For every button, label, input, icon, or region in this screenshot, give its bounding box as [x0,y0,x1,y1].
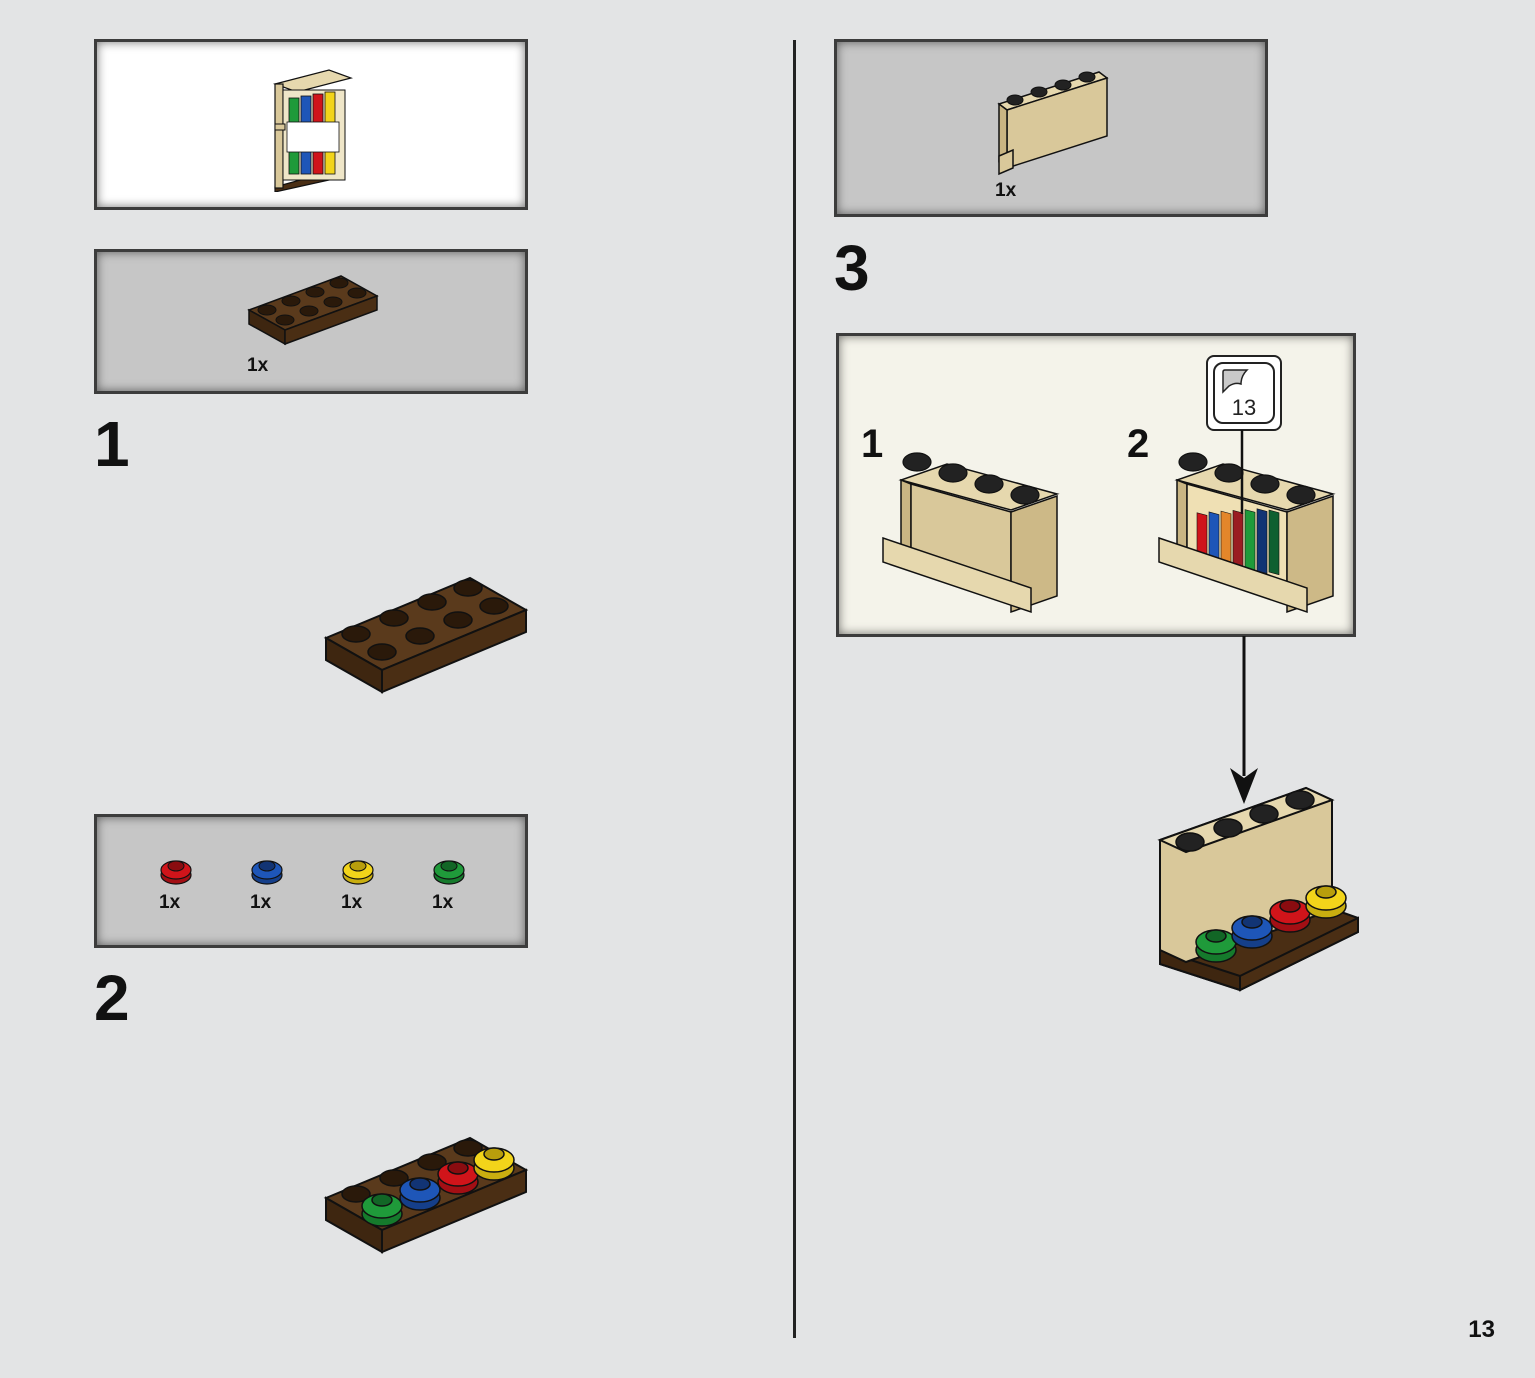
sticker-frame [1213,362,1275,424]
step3-build-image [1157,786,1359,992]
bookshelf-model-image [272,69,354,192]
placement-arrow [1230,636,1258,804]
part-qty: 1x [432,892,454,913]
step-number-1: 1 [94,408,130,480]
substep2-panel-with-sticker-image [1158,452,1336,614]
step1-build-image [323,576,529,694]
sticker-badge: 13 [1206,355,1282,431]
substep-number-1: 1 [861,422,884,466]
step2-build-image [323,1136,529,1254]
sticker-number: 13 [1231,395,1257,420]
yellow-round-plate-icon [342,860,374,885]
blue-round-plate-icon [251,860,283,885]
part-qty: 1x [341,892,363,913]
sticker-peel-icon [1222,369,1249,394]
part-qty: 1x [250,892,272,913]
step-number-3: 3 [834,232,870,304]
sticker-leader-line [1240,430,1244,514]
substep1-panel-image [882,452,1060,614]
tan-panel-part-image [997,71,1109,176]
finished-model-box [94,39,528,210]
step1-parts-box: 1x [94,249,528,394]
substep-number-2: 2 [1127,422,1150,466]
part-qty: 1x [995,180,1017,201]
part-qty: 1x [247,355,269,376]
page-number: 13 [1468,1316,1495,1343]
step3-parts-box: 1x [834,39,1268,217]
column-divider [793,40,796,1338]
part-qty: 1x [159,892,181,913]
brown-plate-part-image [247,275,379,346]
step2-parts-box: 1x 1x 1x 1x [94,814,528,948]
step-number-2: 2 [94,962,130,1034]
red-round-plate-icon [160,860,192,885]
green-round-plate-icon [433,860,465,885]
subassembly-callout-box: 1 2 [836,333,1356,637]
